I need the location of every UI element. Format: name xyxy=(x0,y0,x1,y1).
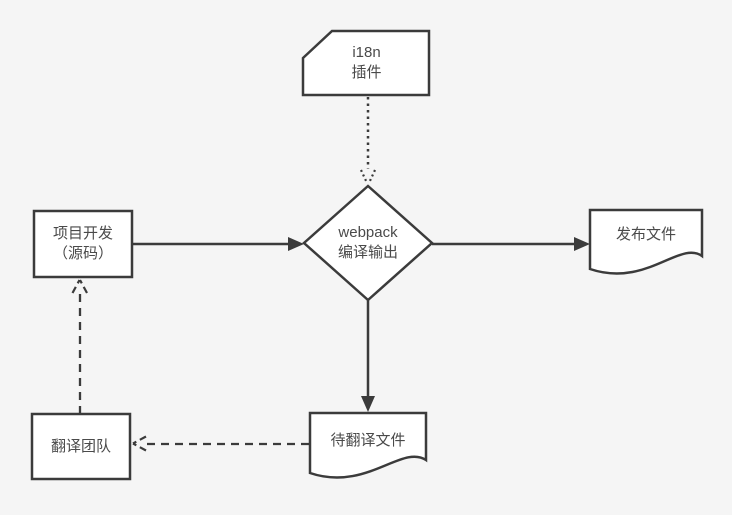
node-translation-team-label-line1: 翻译团队 xyxy=(50,437,111,455)
node-project-dev-shape[interactable] xyxy=(32,209,134,279)
node-pending-translate-files-shape[interactable] xyxy=(308,411,428,479)
node-webpack-compile-label[interactable]: webpack 编译输出 xyxy=(304,186,432,300)
node-project-dev-label-line2: （源码） xyxy=(52,245,113,262)
edge-i18n-to-webpack-arrowhead xyxy=(360,169,376,184)
node-pending-translate-files-label-line1: 待翻译文件 xyxy=(330,432,406,449)
node-project-dev-label[interactable]: 项目开发 （源码） xyxy=(34,211,132,277)
node-webpack-compile-label-line2: 编译输出 xyxy=(337,244,398,261)
edge-team-to-projectdev[interactable] xyxy=(71,279,88,414)
edge-webpack-to-pending-arrowhead xyxy=(361,396,375,412)
edge-webpack-to-publish[interactable] xyxy=(432,237,590,251)
node-publish-files-shape[interactable] xyxy=(588,208,704,275)
edge-webpack-to-publish-arrowhead xyxy=(574,237,590,251)
edge-team-to-projectdev-arrowhead xyxy=(71,279,88,294)
edge-pending-to-team[interactable] xyxy=(132,435,309,452)
node-i18n-plugin-label[interactable]: i18n 插件 xyxy=(303,31,430,95)
node-translation-team-shape[interactable] xyxy=(30,412,132,481)
edge-i18n-to-webpack[interactable] xyxy=(360,97,376,184)
edge-webpack-to-pending[interactable] xyxy=(361,300,375,412)
node-webpack-compile-shape[interactable] xyxy=(302,184,434,302)
node-i18n-plugin-shape[interactable] xyxy=(301,29,431,97)
edge-pending-to-team-arrowhead xyxy=(132,435,147,452)
node-pending-translate-files-label[interactable]: 待翻译文件 xyxy=(310,413,426,469)
node-i18n-plugin-label-line1: i18n xyxy=(352,44,381,61)
node-publish-files-label[interactable]: 发布文件 xyxy=(590,210,702,260)
edge-projectdev-to-webpack[interactable] xyxy=(132,237,304,251)
node-translation-team-label[interactable]: 翻译团队 xyxy=(32,414,130,479)
edge-projectdev-to-webpack-arrowhead xyxy=(288,237,304,251)
node-project-dev-label-line1: 项目开发 xyxy=(52,225,113,242)
node-webpack-compile-label-line1: webpack xyxy=(338,224,398,241)
node-publish-files-label-line1: 发布文件 xyxy=(615,226,676,243)
node-i18n-plugin-label-line2: 插件 xyxy=(351,64,382,81)
